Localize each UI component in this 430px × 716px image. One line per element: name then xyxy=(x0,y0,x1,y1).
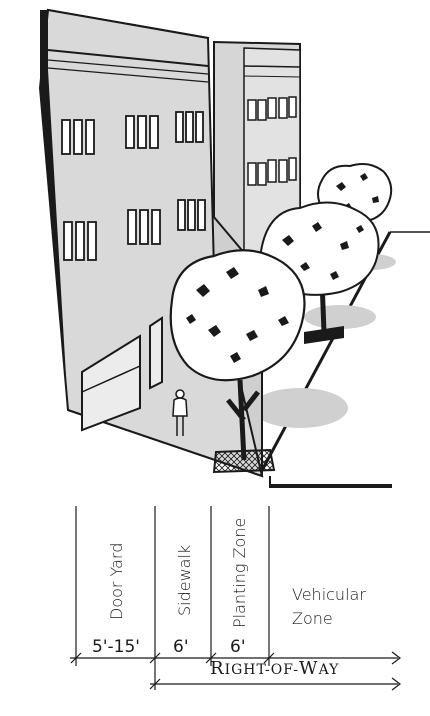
zone-label-sidewalk: Sidewalk xyxy=(175,545,194,616)
right-of-way-label: RIGHT-OF-WAY xyxy=(210,658,339,679)
right-of-way-cap-r: R xyxy=(210,658,225,679)
zone-label-planting-zone: Planting Zone xyxy=(230,518,249,628)
right-of-way-rest-1: IGHT-OF- xyxy=(225,662,299,678)
right-of-way-cap-w: W xyxy=(299,658,319,679)
width-sidewalk: 6' xyxy=(173,637,189,657)
zone-label-door-yard: Door Yard xyxy=(107,543,126,620)
right-of-way-rest-2: AY xyxy=(318,662,340,678)
width-door-yard: 5'-15' xyxy=(92,637,140,657)
zone-label-vehicular-line1: Vehicular xyxy=(292,585,366,604)
right-of-way-line xyxy=(150,678,400,690)
width-planting-zone: 6' xyxy=(230,637,246,657)
zone-label-vehicular-line2: Zone xyxy=(292,609,333,628)
